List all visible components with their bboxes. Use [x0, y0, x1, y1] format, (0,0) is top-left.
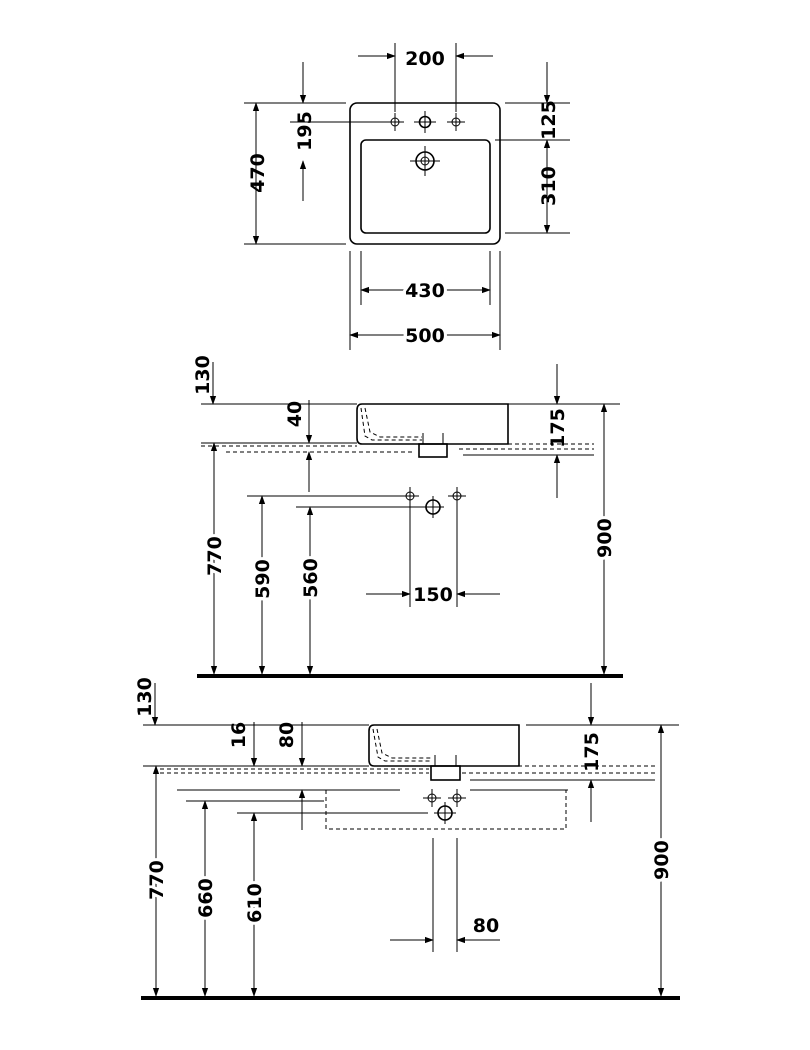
dim-counter-height: 770: [146, 860, 168, 900]
dim-supply-spacing: 150: [413, 584, 453, 606]
supply-right-icon: [448, 789, 466, 807]
dim-tap-spacing: 200: [405, 48, 445, 70]
basin-outline: [349, 102, 501, 245]
side-view-1: 130 40 175 900 770 590 560 150: [192, 355, 623, 678]
dim-basin-height: 175: [547, 408, 569, 448]
dim-supply-height: 610: [244, 883, 266, 923]
tap-hole-right-icon: [447, 113, 465, 131]
bowl-outline: [360, 139, 491, 234]
vanity-outline: [325, 790, 567, 830]
dim-top-height: 900: [594, 518, 616, 558]
supply-left-icon: [401, 487, 419, 505]
waste-outlet-icon: [434, 802, 456, 824]
dim-top-offset: 130: [134, 677, 156, 717]
dim-waste-height: 590: [252, 559, 274, 599]
waste-outlet-icon: [422, 496, 444, 518]
tap-hole-left-icon: [386, 113, 404, 131]
dim-rim-back: 125: [538, 100, 560, 140]
dim-depth-total: 470: [247, 153, 269, 193]
dim-inset: 80: [276, 722, 298, 748]
dim-counter-height: 770: [204, 536, 226, 576]
drain-icon: [410, 146, 440, 176]
dim-basin-height: 175: [581, 732, 603, 772]
dim-trap-offset: 80: [473, 915, 499, 937]
dim-bowl-depth: 310: [538, 166, 560, 206]
basin-profile: [368, 724, 520, 767]
dim-tap-to-center: 195: [294, 111, 316, 151]
dim-top-offset: 130: [192, 355, 214, 395]
dim-width-total: 500: [405, 325, 445, 347]
top-view: 200 470 195 125 310 430 500: [244, 43, 570, 350]
dim-rim: 16: [228, 722, 250, 748]
dim-top-height: 900: [651, 840, 673, 880]
drain-outlet: [418, 443, 448, 458]
supply-left-icon: [423, 789, 441, 807]
side-view-2: 130 16 80 175 900 770 660 610 80: [134, 677, 680, 1000]
dim-bowl-width: 430: [405, 280, 445, 302]
dim-supply-height: 560: [300, 558, 322, 598]
basin-profile: [356, 403, 509, 445]
drain-outlet: [430, 765, 461, 781]
dim-rim: 40: [284, 401, 306, 427]
tap-hole-center-icon: [414, 111, 436, 133]
supply-right-icon: [448, 487, 466, 505]
dim-waste-height: 660: [195, 878, 217, 918]
